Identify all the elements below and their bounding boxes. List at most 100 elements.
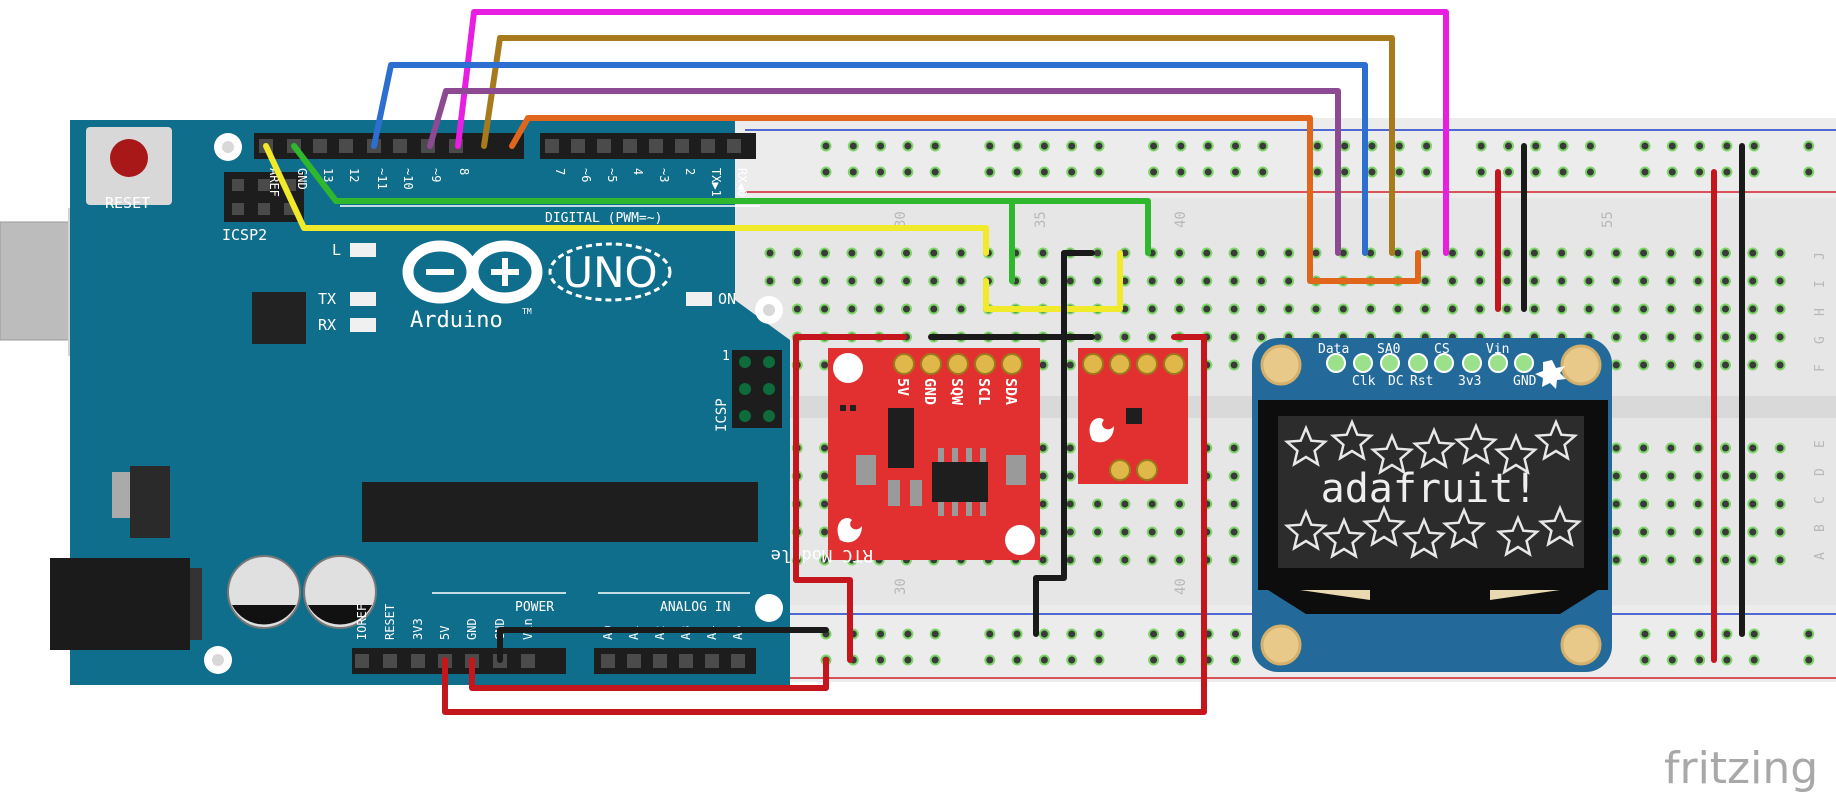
breadboard-hole[interactable] — [1694, 654, 1706, 666]
power-pin[interactable] — [411, 654, 425, 668]
breadboard-hole[interactable] — [1064, 442, 1076, 454]
breadboard-hole[interactable] — [1720, 498, 1731, 510]
breadboard-hole[interactable] — [1419, 275, 1431, 287]
breadboard-hole[interactable] — [1419, 303, 1431, 315]
breadboard-hole[interactable] — [847, 140, 859, 152]
breadboard-hole[interactable] — [873, 303, 885, 315]
breadboard-hole[interactable] — [819, 303, 831, 315]
breadboard-hole[interactable] — [1610, 470, 1622, 482]
breadboard-hole[interactable] — [1146, 554, 1158, 566]
digital-pin[interactable] — [545, 139, 559, 153]
breadboard-hole[interactable] — [1283, 247, 1295, 259]
breadboard-hole[interactable] — [873, 275, 885, 287]
analog-pin[interactable] — [653, 654, 667, 668]
breadboard-hole[interactable] — [1692, 498, 1704, 510]
power-pin[interactable] — [521, 654, 535, 668]
breadboard-hole[interactable] — [1283, 303, 1295, 315]
breadboard-hole[interactable] — [1503, 166, 1514, 178]
breadboard-hole[interactable] — [1721, 140, 1733, 152]
oled-pin[interactable] — [1514, 353, 1534, 373]
digital-pin[interactable] — [623, 139, 637, 153]
analog-pin[interactable] — [705, 654, 719, 668]
breadboard-hole[interactable] — [1720, 470, 1731, 482]
breadboard-hole[interactable] — [1774, 247, 1786, 259]
breadboard-hole[interactable] — [1064, 275, 1076, 287]
breadboard-hole[interactable] — [1638, 442, 1650, 454]
breadboard-hole[interactable] — [928, 247, 940, 259]
breadboard-hole[interactable] — [846, 303, 858, 315]
breadboard-hole[interactable] — [1610, 554, 1622, 566]
breadboard-hole[interactable] — [1692, 303, 1704, 315]
breadboard-hole[interactable] — [1803, 628, 1815, 640]
breadboard-hole[interactable] — [1175, 140, 1187, 152]
breadboard-hole[interactable] — [1610, 247, 1622, 259]
breadboard-hole[interactable] — [1257, 140, 1269, 152]
breadboard-hole[interactable] — [819, 498, 831, 510]
breadboard-hole[interactable] — [1174, 275, 1185, 287]
breadboard-hole[interactable] — [1638, 498, 1650, 510]
breadboard-hole[interactable] — [1720, 275, 1731, 287]
breadboard-hole[interactable] — [1747, 303, 1759, 315]
breadboard-hole[interactable] — [1146, 331, 1158, 343]
breadboard-hole[interactable] — [1119, 331, 1131, 343]
breadboard-hole[interactable] — [1037, 275, 1049, 287]
digital-pin[interactable] — [339, 139, 353, 153]
breadboard-hole[interactable] — [1557, 140, 1569, 152]
breadboard-hole[interactable] — [1747, 275, 1759, 287]
breadboard-hole[interactable] — [1393, 166, 1405, 178]
breadboard-hole[interactable] — [1339, 166, 1351, 178]
breadboard-hole[interactable] — [1393, 140, 1405, 152]
breadboard-hole[interactable] — [820, 140, 832, 152]
reset-button[interactable] — [110, 139, 148, 177]
breadboard-hole[interactable] — [1720, 303, 1731, 315]
breadboard-hole[interactable] — [1174, 526, 1185, 538]
breadboard-hole[interactable] — [1202, 140, 1214, 152]
breadboard-hole[interactable] — [1610, 331, 1622, 343]
breadboard-hole[interactable] — [1447, 247, 1458, 259]
breadboard-hole[interactable] — [1230, 166, 1241, 178]
breadboard-hole[interactable] — [819, 470, 831, 482]
breadboard-hole[interactable] — [1011, 654, 1023, 666]
breadboard-hole[interactable] — [1665, 359, 1677, 371]
breadboard-hole[interactable] — [1066, 628, 1078, 640]
breadboard-hole[interactable] — [1774, 470, 1786, 482]
breadboard-hole[interactable] — [1692, 442, 1704, 454]
breadboard-hole[interactable] — [1694, 628, 1706, 640]
breadboard-hole[interactable] — [1119, 526, 1131, 538]
breadboard-hole[interactable] — [1803, 140, 1815, 152]
breadboard-hole[interactable] — [1692, 526, 1704, 538]
breadboard-hole[interactable] — [1748, 628, 1760, 640]
breadboard-hole[interactable] — [1093, 628, 1105, 640]
breadboard-hole[interactable] — [1747, 526, 1759, 538]
breadboard-hole[interactable] — [1092, 554, 1104, 566]
breadboard-hole[interactable] — [1175, 166, 1187, 178]
breadboard-hole[interactable] — [1283, 275, 1295, 287]
breadboard-hole[interactable] — [1392, 303, 1404, 315]
breadboard-hole[interactable] — [1174, 303, 1185, 315]
digital-pin[interactable] — [571, 139, 585, 153]
breadboard-hole[interactable] — [1501, 275, 1513, 287]
oled-pin[interactable] — [1353, 353, 1373, 373]
breadboard-hole[interactable] — [1419, 247, 1431, 259]
breadboard-hole[interactable] — [1311, 140, 1323, 152]
oled-pin[interactable] — [1434, 353, 1454, 373]
breadboard-hole[interactable] — [1038, 628, 1050, 640]
breadboard-hole[interactable] — [984, 628, 996, 640]
breadboard-hole[interactable] — [875, 140, 887, 152]
analog-pin[interactable] — [731, 654, 745, 668]
breadboard-hole[interactable] — [1665, 554, 1677, 566]
breadboard-hole[interactable] — [1692, 331, 1704, 343]
breadboard-hole[interactable] — [1721, 166, 1733, 178]
breadboard-hole[interactable] — [1610, 526, 1622, 538]
breadboard-hole[interactable] — [928, 303, 940, 315]
breadboard-hole[interactable] — [1066, 140, 1078, 152]
breadboard-hole[interactable] — [902, 654, 914, 666]
breadboard-hole[interactable] — [1720, 526, 1731, 538]
breadboard-hole[interactable] — [875, 654, 887, 666]
breadboard-hole[interactable] — [902, 140, 914, 152]
breadboard-hole[interactable] — [1038, 654, 1050, 666]
breadboard-hole[interactable] — [902, 166, 914, 178]
analog-pin[interactable] — [601, 654, 615, 668]
breadboard-hole[interactable] — [875, 628, 887, 640]
breadboard-hole[interactable] — [1421, 140, 1433, 152]
